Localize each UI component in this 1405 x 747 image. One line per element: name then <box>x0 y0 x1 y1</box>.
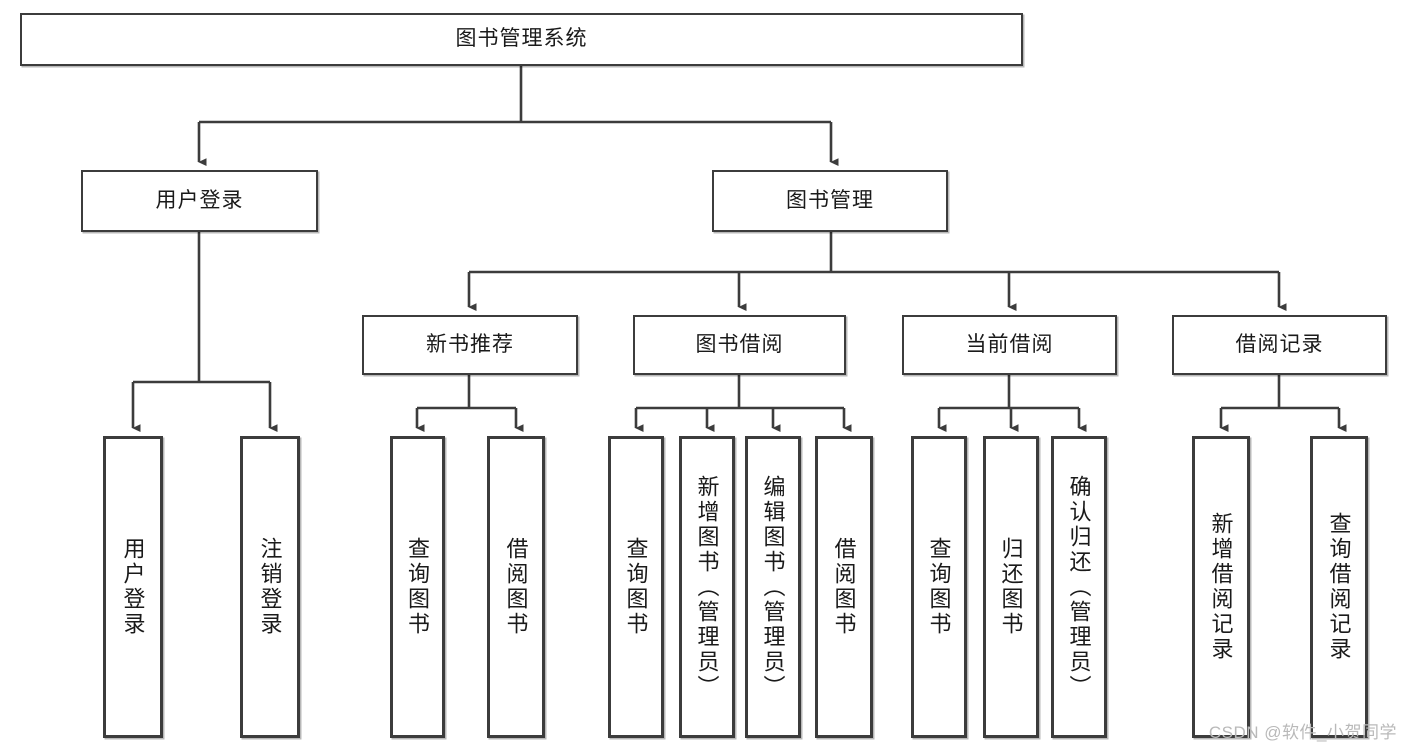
node-current-borrow-label: 当前借阅 <box>965 332 1054 356</box>
node-user-login-label: 用户登录 <box>155 188 244 212</box>
node-borrow-record[interactable]: 借阅记录 <box>1172 315 1387 375</box>
node-user-login[interactable]: 用户登录 <box>81 170 318 232</box>
node-leaf-add-book-admin-label: 新增图书（管理员） <box>694 474 720 700</box>
node-leaf-query-book-1-label: 查询图书 <box>405 537 431 637</box>
node-leaf-confirm-return-admin[interactable]: 确认归还（管理员） <box>1051 436 1107 738</box>
node-new-book-recommend[interactable]: 新书推荐 <box>362 315 578 375</box>
node-new-book-recommend-label: 新书推荐 <box>426 332 514 356</box>
node-leaf-query-book-2-label: 查询图书 <box>623 537 649 637</box>
node-leaf-edit-book-admin[interactable]: 编辑图书（管理员） <box>745 436 801 738</box>
node-leaf-confirm-return-admin-label: 确认归还（管理员） <box>1066 474 1092 700</box>
node-leaf-add-borrow-record-label: 新增借阅记录 <box>1208 512 1234 662</box>
node-leaf-query-book-2[interactable]: 查询图书 <box>608 436 664 738</box>
node-book-borrow[interactable]: 图书借阅 <box>633 315 846 375</box>
node-leaf-add-borrow-record[interactable]: 新增借阅记录 <box>1192 436 1250 738</box>
node-leaf-add-book-admin[interactable]: 新增图书（管理员） <box>679 436 735 738</box>
node-leaf-edit-book-admin-label: 编辑图书（管理员） <box>760 474 786 700</box>
node-root[interactable]: 图书管理系统 <box>20 13 1023 66</box>
node-leaf-return-book[interactable]: 归还图书 <box>983 436 1039 738</box>
node-current-borrow[interactable]: 当前借阅 <box>902 315 1117 375</box>
node-leaf-logout-login-label: 注销登录 <box>257 537 283 637</box>
node-leaf-query-book-1[interactable]: 查询图书 <box>390 436 445 738</box>
node-leaf-logout-login[interactable]: 注销登录 <box>240 436 300 738</box>
node-leaf-user-login[interactable]: 用户登录 <box>103 436 163 738</box>
node-leaf-borrow-book-1[interactable]: 借阅图书 <box>487 436 545 738</box>
node-leaf-borrow-book-2[interactable]: 借阅图书 <box>815 436 873 738</box>
node-borrow-record-label: 借阅记录 <box>1235 332 1324 356</box>
node-book-borrow-label: 图书借阅 <box>695 332 784 356</box>
node-leaf-query-borrow-record[interactable]: 查询借阅记录 <box>1310 436 1368 738</box>
node-leaf-borrow-book-1-label: 借阅图书 <box>503 537 529 637</box>
node-book-management[interactable]: 图书管理 <box>712 170 948 232</box>
node-book-management-label: 图书管理 <box>786 188 874 212</box>
node-leaf-query-book-3-label: 查询图书 <box>926 537 952 637</box>
node-leaf-return-book-label: 归还图书 <box>998 537 1024 637</box>
node-leaf-borrow-book-2-label: 借阅图书 <box>831 537 857 637</box>
node-leaf-query-borrow-record-label: 查询借阅记录 <box>1326 512 1352 662</box>
node-leaf-user-login-label: 用户登录 <box>120 537 146 637</box>
watermark: CSDN @软件_小贺同学 <box>1208 723 1397 742</box>
node-leaf-query-book-3[interactable]: 查询图书 <box>911 436 967 738</box>
node-root-label: 图书管理系统 <box>455 27 588 51</box>
